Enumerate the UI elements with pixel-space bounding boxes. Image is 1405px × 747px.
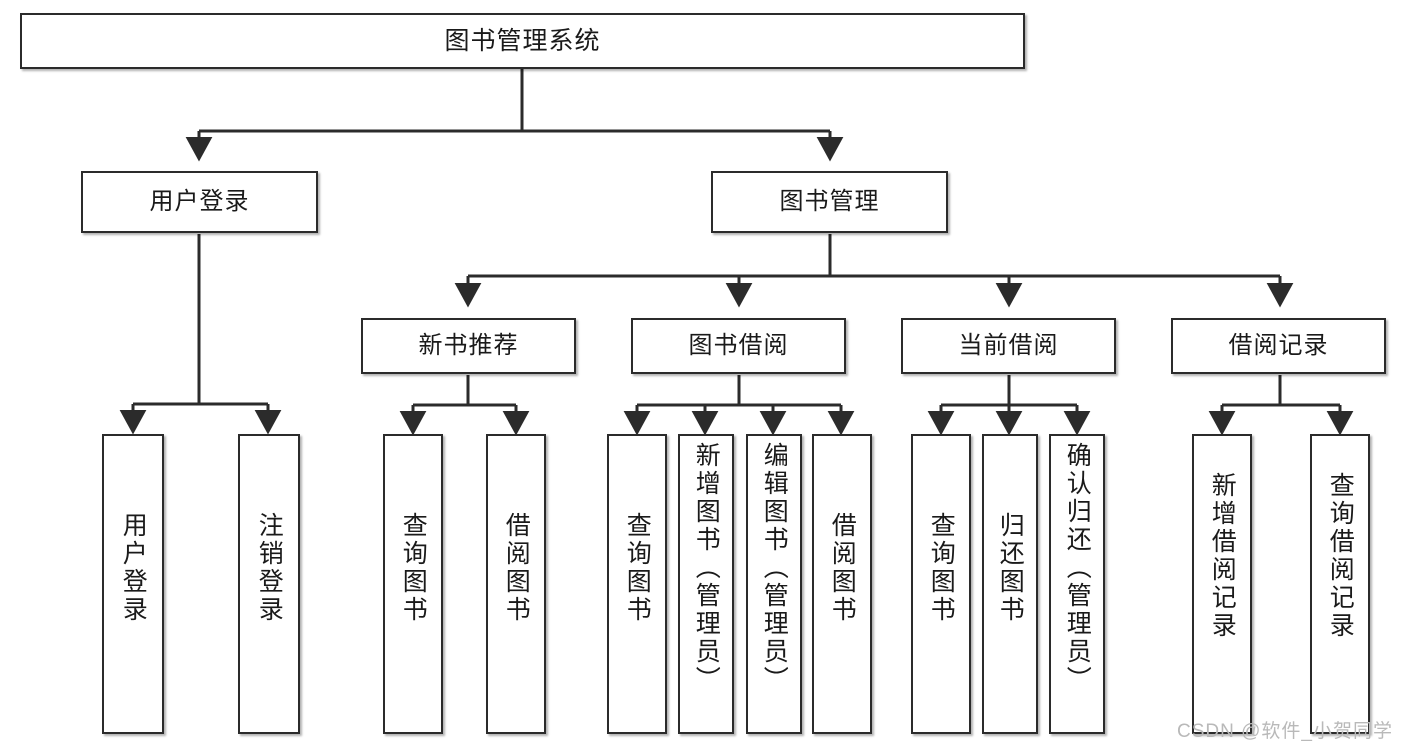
leaf-user-login-login[interactable]: 用户登录	[102, 434, 164, 734]
node-label: 新增图书（管理员）	[692, 442, 721, 694]
node-label: 图书管理系统	[444, 26, 601, 55]
leaf-current-borrow-confirm-return-admin[interactable]: 确认归还（管理员）	[1049, 434, 1105, 734]
node-label: 图书借阅	[688, 332, 789, 360]
node-label: 注销登录	[255, 512, 284, 624]
node-label: 查询图书	[927, 512, 956, 624]
node-label: 查询图书	[623, 512, 652, 624]
node-label: 借阅图书	[828, 512, 857, 624]
leaf-borrow-record-query-record[interactable]: 查询借阅记录	[1310, 434, 1370, 734]
leaf-current-borrow-query-book[interactable]: 查询图书	[911, 434, 971, 734]
node-book-borrow[interactable]: 图书借阅	[631, 318, 846, 374]
node-root-book-management-system[interactable]: 图书管理系统	[20, 13, 1025, 69]
leaf-user-login-logout[interactable]: 注销登录	[238, 434, 300, 734]
node-label: 归还图书	[996, 512, 1025, 624]
node-book-management[interactable]: 图书管理	[711, 171, 948, 233]
node-label: 用户登录	[119, 512, 148, 624]
leaf-new-book-borrow-book[interactable]: 借阅图书	[486, 434, 546, 734]
node-label: 新书推荐	[418, 332, 519, 360]
leaf-book-borrow-add-book-admin[interactable]: 新增图书（管理员）	[678, 434, 734, 734]
node-label: 借阅记录	[1228, 332, 1329, 360]
node-label: 查询图书	[399, 512, 428, 624]
leaf-book-borrow-borrow-book[interactable]: 借阅图书	[812, 434, 872, 734]
node-borrow-record[interactable]: 借阅记录	[1171, 318, 1386, 374]
leaf-book-borrow-query-book[interactable]: 查询图书	[607, 434, 667, 734]
node-label: 查询借阅记录	[1326, 472, 1355, 640]
node-label: 确认归还（管理员）	[1063, 442, 1092, 694]
node-user-login[interactable]: 用户登录	[81, 171, 318, 233]
node-label: 编辑图书（管理员）	[760, 442, 789, 694]
node-label: 图书管理	[779, 188, 880, 216]
leaf-new-book-query-book[interactable]: 查询图书	[383, 434, 443, 734]
node-label: 用户登录	[149, 188, 250, 216]
leaf-book-borrow-edit-book-admin[interactable]: 编辑图书（管理员）	[746, 434, 802, 734]
node-new-book-recommendation[interactable]: 新书推荐	[361, 318, 576, 374]
node-label: 当前借阅	[958, 332, 1059, 360]
leaf-borrow-record-add-record[interactable]: 新增借阅记录	[1192, 434, 1252, 734]
csdn-watermark: CSDN @软件_小贺同学	[1177, 721, 1393, 742]
node-current-borrow[interactable]: 当前借阅	[901, 318, 1116, 374]
node-label: 新增借阅记录	[1208, 472, 1237, 640]
leaf-current-borrow-return-book[interactable]: 归还图书	[982, 434, 1038, 734]
node-label: 借阅图书	[502, 512, 531, 624]
